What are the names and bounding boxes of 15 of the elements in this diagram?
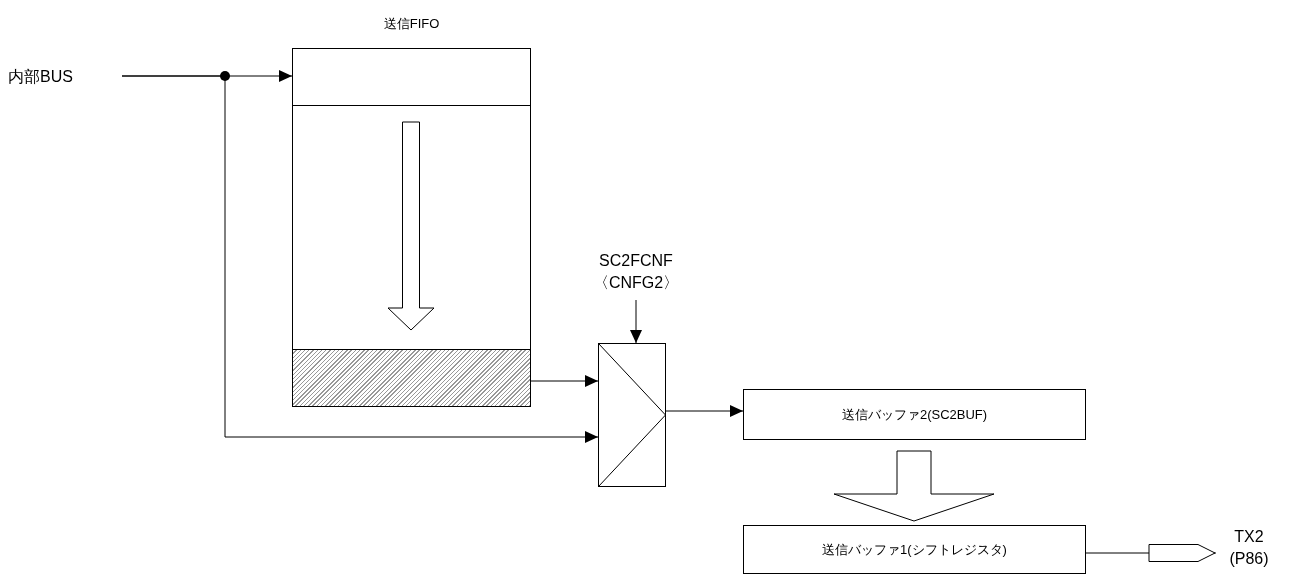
arrow [530,375,599,387]
box-label: 送信バッファ2(SC2BUF) [841,405,988,424]
register-label: SC2FCNF 〈CNFG2〉 [584,244,688,300]
fifo-heading: 送信FIFO [382,15,441,33]
register-box [743,525,1086,574]
block-arrow [833,450,995,522]
hatched-slot [292,349,531,407]
arrow [665,405,744,417]
box-label: 送信バッファ1(シフトレジスタ) [822,540,1007,559]
register-box [743,389,1086,440]
arrow [630,299,642,344]
pin-label: TX2 (P86) [1216,522,1282,574]
bus-label: 内部BUS [8,62,122,92]
arrow [121,75,599,443]
block-arrow [387,121,435,331]
